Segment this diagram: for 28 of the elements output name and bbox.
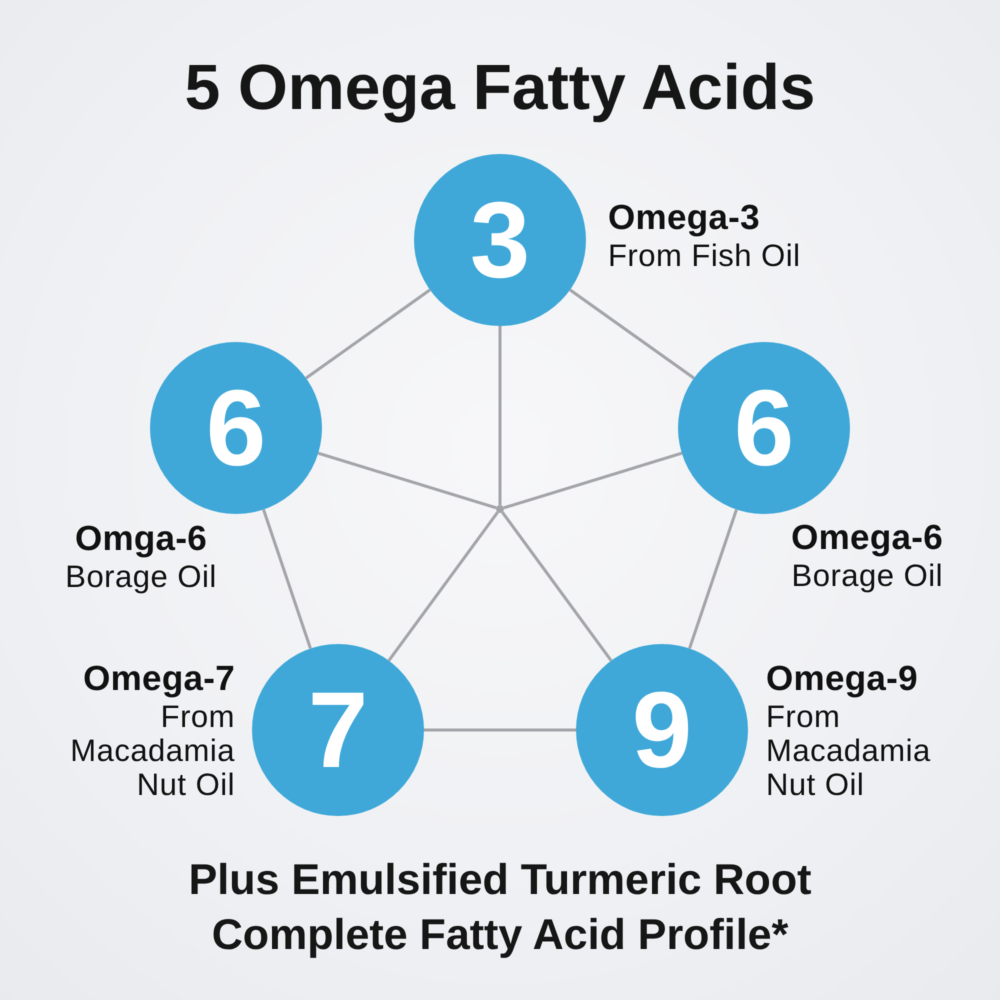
connector-line	[305, 288, 431, 380]
connector-line	[318, 452, 497, 510]
connector-line	[503, 452, 682, 510]
junction-dot	[496, 505, 504, 513]
number-label: 6	[206, 374, 266, 482]
number-label: 9	[632, 676, 692, 784]
label-heading: Omega-9	[766, 658, 918, 700]
number-label: 6	[734, 374, 794, 482]
label-heading: Omega-3	[608, 197, 760, 239]
connector-line	[388, 511, 499, 662]
connector-line	[569, 288, 695, 380]
number-label: 7	[308, 676, 368, 784]
connector-line	[424, 728, 576, 732]
label-heading: Omga-6	[74, 518, 208, 560]
label-subtext: From Macadamia Nut Oil	[69, 700, 235, 802]
connector-line	[501, 511, 612, 662]
label-heading: Omega-7	[83, 658, 235, 700]
label-subtext: Borage Oil	[792, 559, 943, 593]
connector-line	[262, 509, 312, 649]
title: 5 Omega Fatty Acids	[184, 50, 816, 125]
connector-line	[688, 509, 738, 649]
label-subtext: Borage Oil	[65, 560, 217, 594]
label-heading: Omega-6	[791, 517, 943, 559]
caption: Plus Emulsified Turmeric Root Complete Fatty Acid Profile*	[188, 855, 812, 961]
label-subtext: From Fish Oil	[608, 239, 800, 273]
number-label: 3	[470, 186, 530, 294]
connector-line	[498, 326, 502, 505]
label-subtext: From Macadamia Nut Oil	[766, 700, 932, 802]
